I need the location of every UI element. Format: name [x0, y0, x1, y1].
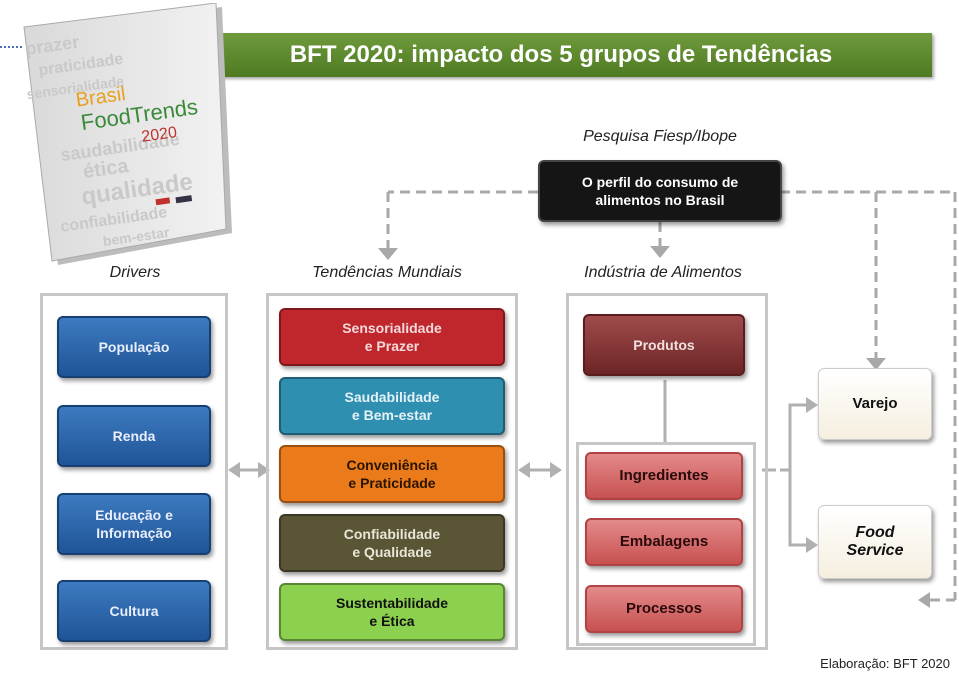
drivers-frame [40, 293, 228, 650]
trend-line2: e Ética [369, 613, 415, 629]
survey-box-line1: O perfil do consumo de [581, 174, 739, 190]
survey-box-line2: alimentos no Brasil [595, 192, 725, 208]
trend-confiabilidade: Confiabilidade e Qualidade [279, 514, 505, 572]
book-cover-image: prazer praticidade sensorialidade ética … [18, 2, 236, 265]
trend-line1: Sustentabilidade [335, 595, 449, 611]
page-title: BFT 2020: impacto dos 5 grupos de Tendên… [190, 33, 932, 77]
industry-processos: Processos [585, 585, 743, 633]
trend-line2: e Prazer [364, 338, 420, 354]
trend-line2: e Qualidade [352, 544, 432, 560]
food-service-line2: Service [846, 542, 904, 559]
footer-credit: Elaboração: BFT 2020 [820, 656, 950, 671]
industry-produtos: Produtos [583, 314, 745, 376]
trend-sustentabilidade: Sustentabilidade e Ética [279, 583, 505, 641]
food-service-line1: Food [855, 524, 895, 541]
driver-cultura: Cultura [57, 580, 211, 642]
trend-saudabilidade: Saudabilidade e Bem-estar [279, 377, 505, 435]
driver-renda: Renda [57, 405, 211, 467]
trends-frame [266, 293, 518, 650]
book-title-line3: 2020 [140, 124, 178, 146]
trend-line1: Conveniência [346, 457, 438, 473]
trend-conveniencia: Conveniência e Praticidade [279, 445, 505, 503]
trend-line1: Saudabilidade [344, 389, 440, 405]
survey-box: O perfil do consumo de alimentos no Bras… [538, 160, 782, 222]
output-varejo: Varejo [818, 368, 932, 440]
trend-line1: Confiabilidade [343, 526, 441, 542]
trend-line1: Sensorialidade [342, 320, 442, 336]
header-industry: Indústria de Alimentos [584, 264, 742, 281]
header-drivers: Drivers [109, 264, 161, 281]
trend-sensorialidade: Sensorialidade e Prazer [279, 308, 505, 366]
industry-embalagens: Embalagens [585, 518, 743, 566]
dotted-leader [0, 46, 22, 48]
trend-line2: e Bem-estar [351, 407, 433, 423]
industry-ingredientes: Ingredientes [585, 452, 743, 500]
industry-frame [566, 293, 768, 650]
survey-label: Pesquisa Fiesp/Ibope [583, 128, 737, 145]
output-food-service: Food Service [818, 505, 932, 579]
header-trends: Tendências Mundiais [312, 264, 462, 281]
driver-populacao: População [57, 316, 211, 378]
driver-educacao: Educação e Informação [57, 493, 211, 555]
trend-line2: e Praticidade [348, 475, 436, 491]
